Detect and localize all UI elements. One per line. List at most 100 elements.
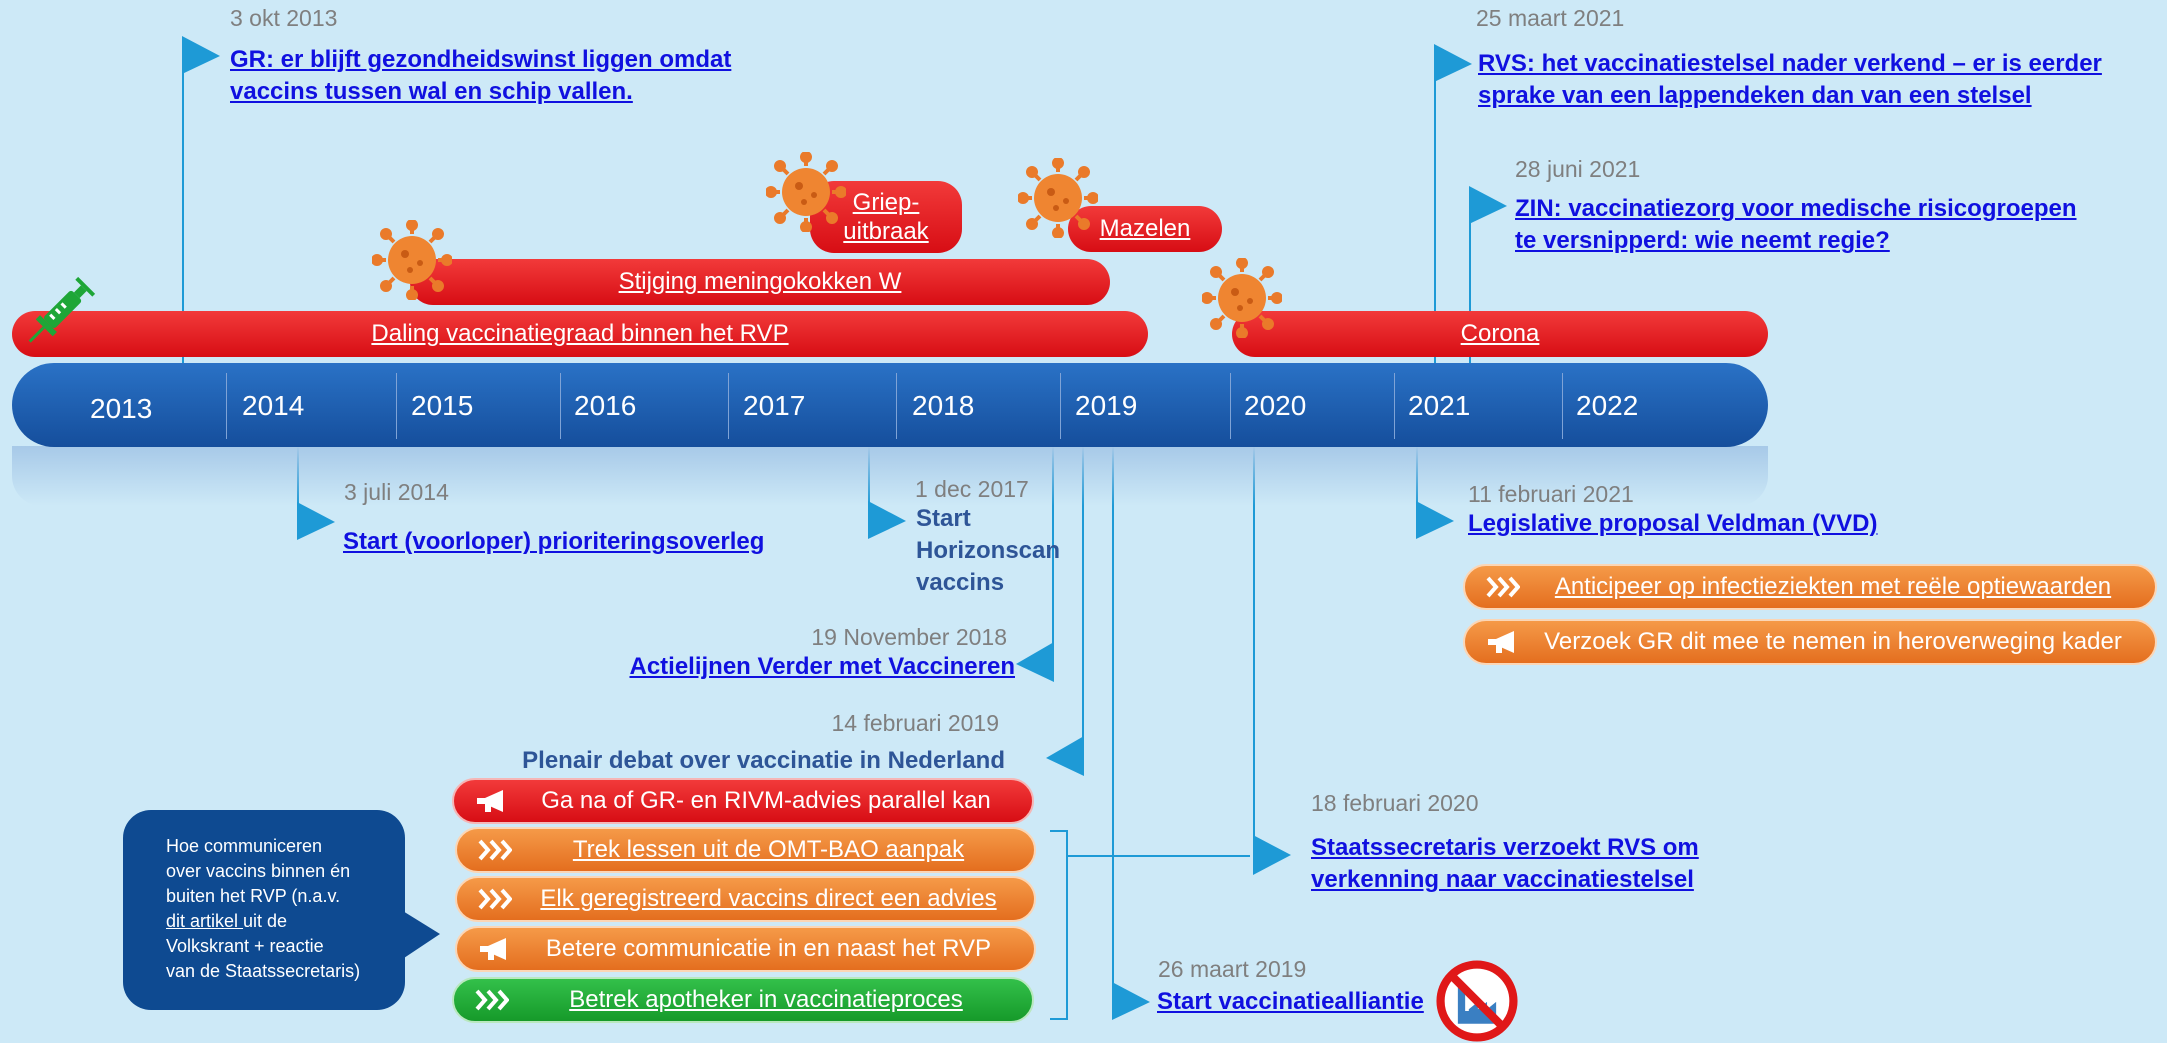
timeline-bar <box>12 363 1768 447</box>
year-divider <box>1230 373 1231 439</box>
year-label: 2018 <box>912 390 975 421</box>
action-label: Trek lessen uit de OMT-BAO aanpak <box>572 836 965 863</box>
event-link-line: Staatssecretaris verzoekt RVS om <box>1311 834 1699 861</box>
action-2019-megaphone[interactable]: Betere communicatie in en naast het RVP <box>455 926 1036 972</box>
callout-line-rest: uit de <box>243 911 288 931</box>
event-link-alliantie2019[interactable]: Start vaccinatiealliantie <box>1157 988 1424 1015</box>
year-divider <box>560 373 561 439</box>
connector-rvs2021 <box>1434 46 1436 366</box>
event-link-line: te versnipperd: wie neemt regie? <box>1515 227 1890 254</box>
flag-debat2019 <box>1046 736 1084 776</box>
event-link-line: RVS: het vaccinatiestelsel nader verkend… <box>1478 50 2102 77</box>
action-label: Verzoek GR dit mee te nemen in heroverwe… <box>1544 628 2122 655</box>
year-label: 2019 <box>1075 390 1138 421</box>
event-text-line: vaccins <box>916 569 1005 596</box>
bar-flu-line: uitbraak <box>843 218 929 245</box>
callout-line: Volkskrant + reactie <box>166 936 324 956</box>
callout-line: dit artikel uit de <box>166 909 360 934</box>
year-divider <box>1060 373 1061 439</box>
event-link-line: ZIN: vaccinatiezorg voor medische risico… <box>1515 195 2077 222</box>
action-2019-chevrons-green[interactable]: Betrek apotheker in vaccinatieproces <box>452 977 1034 1023</box>
year-label: 2022 <box>1576 390 1639 421</box>
event-link-rvs2020[interactable]: Staatssecretaris verzoekt RVS om verkenn… <box>1311 832 1699 896</box>
action-2019-chevrons[interactable]: Elk geregistreerd vaccins direct een adv… <box>455 876 1036 922</box>
event-date: 25 maart 2021 <box>1476 5 1625 31</box>
event-date: 19 November 2018 <box>811 624 1007 650</box>
event-link-prio2014[interactable]: Start (voorloper) prioriteringsoverleg <box>343 528 765 555</box>
megaphone-icon <box>467 936 523 962</box>
action-label: Betere communicatie in en naast het RVP <box>545 935 992 962</box>
connector-alliantie2019 <box>1112 446 1114 998</box>
bar-corona[interactable]: Corona <box>1232 311 1768 357</box>
event-link-veldman2021[interactable]: Legislative proposal Veldman (VVD) <box>1468 510 1878 537</box>
flag-actielijnen2018 <box>1016 642 1054 682</box>
bar-measles[interactable]: Mazelen <box>1068 206 1222 252</box>
chevrons-icon <box>467 839 523 861</box>
bar-flu-line: Griep- <box>852 189 920 216</box>
event-link-line: vaccins tussen wal en schip vallen. <box>230 78 633 105</box>
event-link-zin2021[interactable]: ZIN: vaccinatiezorg voor medische risico… <box>1515 193 2077 257</box>
event-link-line: sprake van een lappendeken dan van een s… <box>1478 82 2032 109</box>
connector-zin2021 <box>1469 190 1471 366</box>
action-label: Betrek apotheker in vaccinatieproces <box>569 986 963 1013</box>
year-divider <box>1562 373 1563 439</box>
event-date: 28 juni 2021 <box>1515 156 1641 182</box>
virus-icon <box>1202 258 1282 338</box>
callout-line: van de Staatssecretaris) <box>166 961 361 981</box>
communication-callout <box>123 810 405 1010</box>
timeline-reflection <box>12 446 1768 506</box>
year-divider <box>896 373 897 439</box>
action-2021-chevrons[interactable]: Anticipeer op infectieziekten met reële … <box>1463 564 2157 610</box>
bar-meningococcal[interactable]: Stijging meningokokken W <box>410 259 1110 305</box>
flag-rvs2020 <box>1253 835 1291 875</box>
action-label: Elk geregistreerd vaccins direct een adv… <box>540 885 997 912</box>
event-date: 1 dec 2017 <box>915 476 1029 502</box>
year-label: 2014 <box>242 390 305 421</box>
year-label: 2021 <box>1408 390 1471 421</box>
action-label: Anticipeer op infectieziekten met reële … <box>1554 573 2112 600</box>
action-2021-megaphone[interactable]: Verzoek GR dit mee te nemen in heroverwe… <box>1463 619 2157 665</box>
callout-line: over vaccins binnen én <box>166 861 351 881</box>
event-date: 18 februari 2020 <box>1311 790 1479 816</box>
flag-veldman2021 <box>1416 501 1454 539</box>
no-factory-icon <box>1436 960 1518 1042</box>
year-label: 2016 <box>574 390 637 421</box>
event-date: 3 juli 2014 <box>344 479 449 505</box>
flag-zin2021 <box>1469 186 1507 224</box>
event-link-gr2013[interactable]: GR: er blijft gezondheidswinst liggen om… <box>230 44 731 108</box>
event-date: 26 maart 2019 <box>1158 956 1307 982</box>
megaphone-icon <box>1475 629 1531 655</box>
callout-line: buiten het RVP (n.a.v. <box>166 886 341 906</box>
flag-rvs2021 <box>1434 44 1472 82</box>
bar-vaccination-decline[interactable]: Daling vaccinatiegraad binnen het RVP <box>12 311 1148 357</box>
callout-line: Hoe communiceren <box>166 836 323 856</box>
year-divider <box>1394 373 1395 439</box>
megaphone-icon <box>464 788 520 814</box>
callout-article-link[interactable]: dit artikel <box>166 911 244 931</box>
year-label: 2020 <box>1244 390 1307 421</box>
chevrons-icon <box>1475 576 1531 598</box>
event-text-debat2019: Plenair debat over vaccinatie in Nederla… <box>522 747 1005 774</box>
actions-bracket <box>1050 830 1068 1020</box>
event-link-actielijnen2018[interactable]: Actielijnen Verder met Vaccineren <box>629 653 1015 680</box>
chevrons-icon <box>464 989 520 1011</box>
action-2019-chevrons[interactable]: Trek lessen uit de OMT-BAO aanpak <box>455 827 1036 873</box>
virus-icon <box>372 220 452 300</box>
event-text-horizon2017: Start Horizonscan vaccins <box>916 503 1060 599</box>
event-date: 14 februari 2019 <box>831 710 999 736</box>
callout-pointer <box>398 908 440 962</box>
flag-horizon2017 <box>868 501 906 539</box>
year-label: 2017 <box>743 390 806 421</box>
connector-actielijnen2018 <box>1052 446 1054 662</box>
year-label: 2013 <box>90 393 153 424</box>
callout-text: Hoe communiceren over vaccins binnen én … <box>166 834 360 984</box>
flag-gr2013 <box>182 36 220 74</box>
event-text-line: Horizonscan <box>916 537 1061 564</box>
flag-prio2014 <box>297 502 335 540</box>
action-2019-megaphone[interactable]: Ga na of GR- en RIVM-advies parallel kan <box>452 778 1034 824</box>
virus-icon <box>1018 158 1098 238</box>
connector-gr2013 <box>182 40 184 365</box>
connector-debat2019 <box>1082 446 1084 752</box>
event-link-rvs2021[interactable]: RVS: het vaccinatiestelsel nader verkend… <box>1478 48 2102 112</box>
action-label: Ga na of GR- en RIVM-advies parallel kan <box>541 787 991 814</box>
